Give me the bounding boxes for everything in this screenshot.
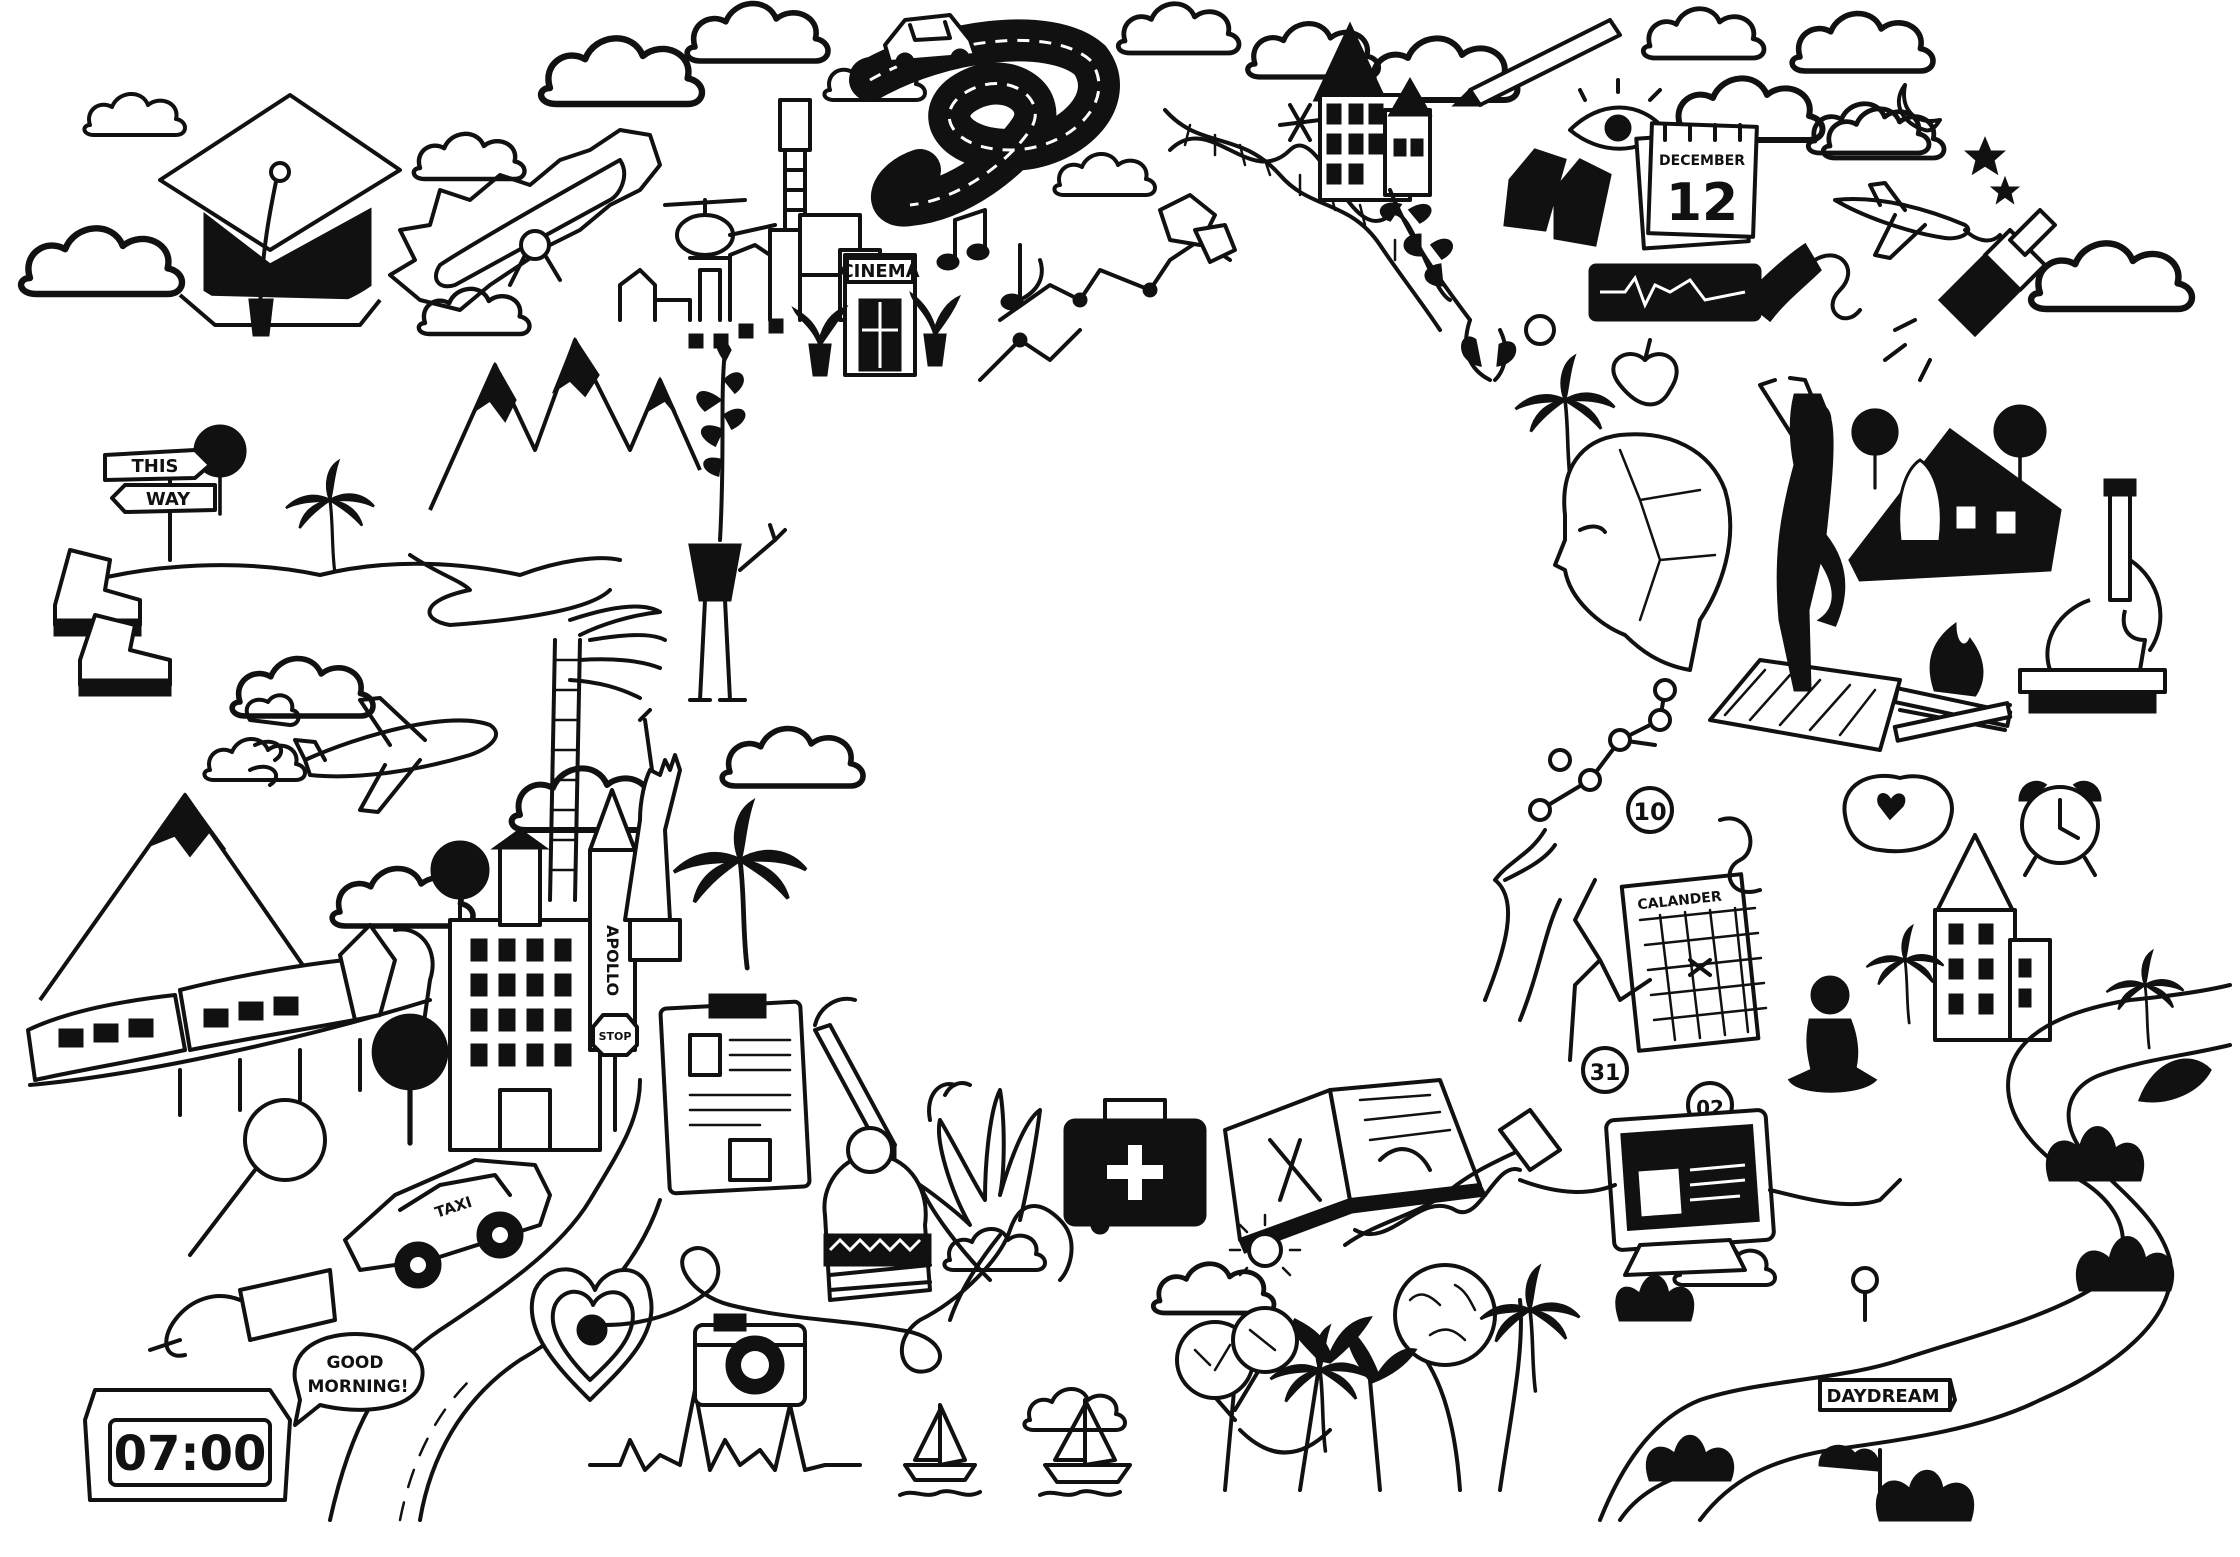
clipboard-icon	[658, 993, 812, 1196]
leaf-branch	[1379, 188, 1556, 382]
car-icon	[883, 13, 977, 72]
magnifier-icon	[188, 1098, 327, 1257]
yoga-icon	[1708, 376, 1902, 752]
cinema-sign: CINEMA	[840, 261, 919, 282]
campfire-icon	[1892, 621, 2013, 743]
cinema-icon: CINEMA	[840, 253, 920, 377]
hand-icon	[568, 604, 667, 700]
house-icon	[1933, 833, 2052, 1042]
hills	[58, 553, 622, 627]
badge-10-label: 10	[1633, 798, 1666, 826]
telephone-icon	[1742, 242, 1862, 323]
mountain-icon	[38, 792, 322, 1002]
alarm-clock-icon	[2018, 780, 2102, 877]
moon-icon	[1897, 83, 1942, 133]
calendar-icon: DECEMBER 12	[1634, 121, 1759, 251]
boots-icon	[53, 548, 172, 697]
computer-monitor-icon	[1518, 1108, 1902, 1277]
meditation-icon	[1787, 975, 1878, 1093]
knit-hat-icon	[822, 1126, 932, 1302]
heart-icon	[529, 1267, 654, 1402]
tree-icon	[193, 423, 376, 574]
pencil-icon	[1451, 18, 1622, 107]
good-morning-line1: GOOD	[327, 1353, 384, 1373]
signpost-this: THIS	[131, 456, 178, 477]
building-icon: APOLLO	[448, 788, 637, 1152]
hand-icon	[918, 1081, 1042, 1282]
molecule-icon	[978, 193, 1237, 382]
tree-icon	[1175, 1263, 1582, 1492]
badge-31-label: 31	[1590, 1061, 1621, 1086]
good-morning-line2: MORNING!	[308, 1377, 409, 1397]
flashlight-icon	[1883, 208, 2057, 382]
calendar-day: 12	[1666, 173, 1738, 233]
apollo-sign: APOLLO	[603, 925, 622, 996]
camera-icon	[693, 1313, 807, 1407]
star-icon	[1278, 103, 1322, 142]
clock-time: 07:00	[114, 1426, 267, 1482]
daydream-sign: DAYDREAM	[1826, 1386, 1939, 1407]
alarm-clock-icon: 07:00	[83, 1388, 292, 1502]
apple-icon	[1611, 338, 1679, 407]
road-icon	[328, 1078, 662, 1522]
plant-pot-icon	[791, 290, 961, 377]
binoculars-icon	[1503, 148, 1612, 247]
plant-cluster	[1615, 1058, 2212, 1522]
calander-grid-icon: CALANDER	[1619, 872, 1768, 1053]
helicopter-icon	[663, 198, 777, 260]
diploma-icon	[388, 128, 662, 312]
dna-icon	[1343, 1108, 1562, 1247]
stop-label: STOP	[599, 1030, 632, 1043]
ladder-icon	[548, 638, 582, 902]
airplane-icon	[1833, 181, 2002, 260]
house-icon	[1312, 21, 1433, 202]
signpost-icon: THIS WAY	[103, 448, 217, 562]
airplane-icon	[248, 696, 499, 814]
head-profile-icon	[1553, 432, 1733, 672]
palm-tree-icon	[674, 802, 806, 968]
cloud-puffs	[244, 693, 301, 727]
mushroom	[1818, 1444, 1880, 1472]
badge-31: 31	[1581, 1046, 1629, 1094]
speech-bubble-icon: GOOD MORNING!	[292, 1332, 425, 1427]
tent-icon	[1848, 427, 2062, 582]
signpost-icon: DAYDREAM	[1818, 1266, 1957, 1512]
heartbeat-line	[588, 1388, 862, 1472]
speech-bubble-icon	[1842, 773, 1954, 854]
microscope-icon	[2018, 478, 2167, 714]
taxi-icon: TAXI	[343, 1158, 552, 1289]
sun-sketch	[1228, 1213, 1302, 1277]
music-note-icon	[936, 208, 1044, 311]
scribble	[1568, 816, 1762, 1062]
sailboat-icon	[898, 1398, 1132, 1497]
heart-monitor-icon	[1588, 263, 1762, 322]
stop-sign: STOP	[591, 1013, 639, 1132]
mountain-icon	[428, 336, 702, 511]
winding-road-icon	[849, 19, 1120, 227]
statue-of-liberty-icon	[623, 708, 682, 962]
hand-icon	[1483, 828, 1562, 1022]
star-icon	[1964, 136, 2021, 205]
badge-10: 10	[1626, 786, 1674, 834]
first-aid-kit-icon	[1063, 1098, 1207, 1227]
hammock	[1238, 1428, 1332, 1455]
signpost-way: WAY	[146, 489, 191, 510]
plant-pot-icon	[688, 337, 787, 702]
molecule-icon	[1528, 678, 1677, 822]
hand-icon	[148, 1268, 337, 1358]
book-icon	[1223, 1078, 1488, 1254]
calendar-month: DECEMBER	[1659, 153, 1745, 169]
graduation-cap-icon	[158, 93, 402, 337]
